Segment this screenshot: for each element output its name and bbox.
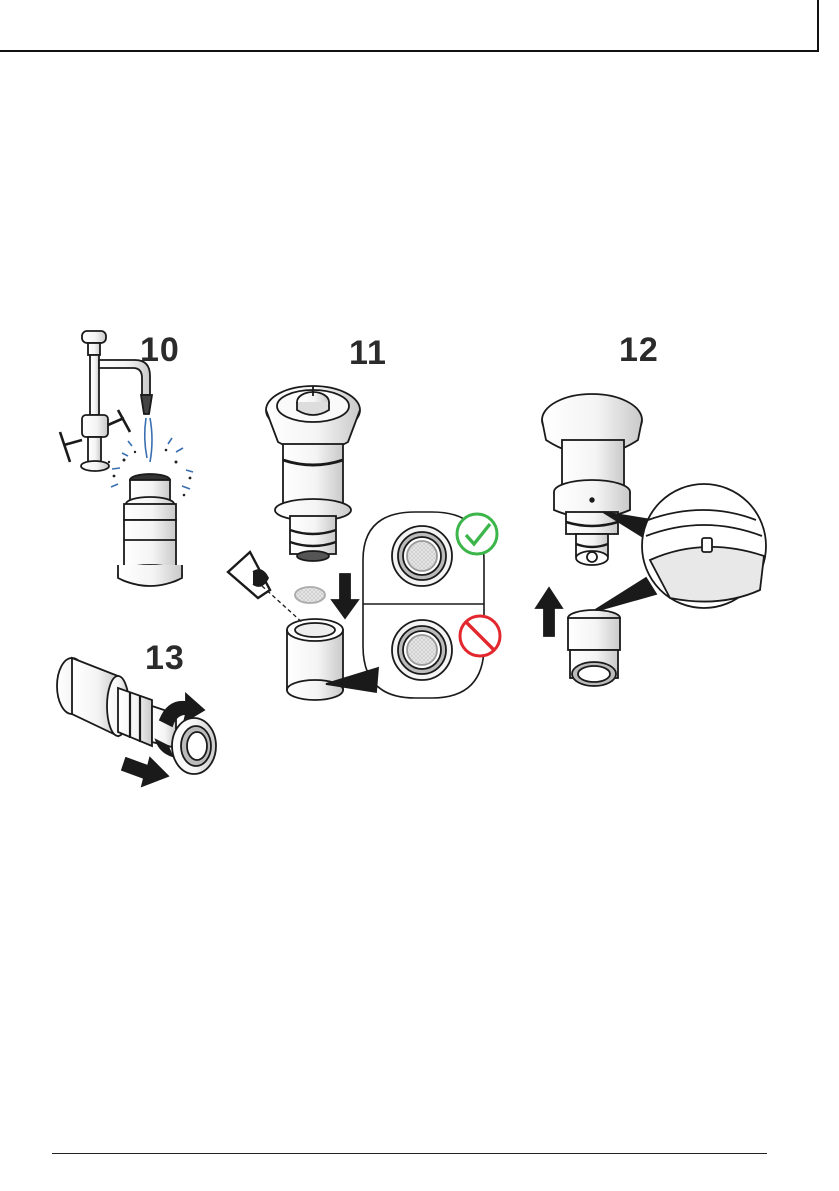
faucet-icon — [60, 331, 152, 471]
push-arrow-icon — [122, 758, 168, 786]
step-13-illustration — [57, 658, 216, 786]
eye-icon — [228, 552, 304, 624]
checkmark-icon — [457, 514, 497, 554]
detail-magnifier — [642, 484, 766, 608]
step-12-illustration — [536, 394, 766, 686]
step-11-illustration — [228, 386, 500, 700]
step-10-illustration — [60, 331, 193, 586]
arrow-up-icon — [536, 588, 562, 636]
footer-rule — [52, 1153, 767, 1154]
prohibited-icon — [460, 616, 500, 656]
filter-disk — [295, 587, 325, 603]
arrow-down-icon — [332, 574, 358, 618]
